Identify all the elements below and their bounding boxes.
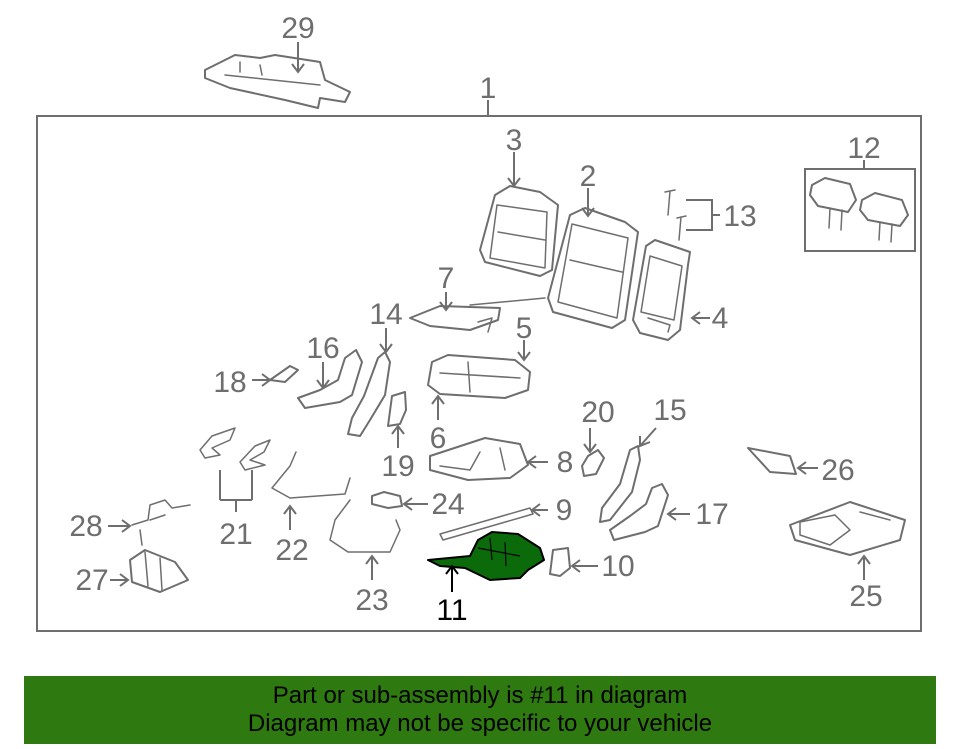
callout-1: 1 <box>480 72 497 105</box>
banner-line-2: Diagram may not be specific to your vehi… <box>247 710 713 737</box>
part-3[interactable] <box>479 185 559 277</box>
part-26[interactable] <box>747 447 797 475</box>
callout-17: 17 <box>695 498 728 531</box>
headrest-box <box>804 168 916 252</box>
callout-23: 23 <box>355 584 388 617</box>
part-21[interactable] <box>199 427 271 471</box>
callout-24: 24 <box>431 488 464 521</box>
callout-10: 10 <box>601 550 634 583</box>
part-17[interactable] <box>609 483 669 541</box>
part-11[interactable] <box>427 531 545 581</box>
part-13[interactable] <box>664 189 687 241</box>
info-banner: Part or sub-assembly is #11 in diagram D… <box>24 676 936 744</box>
callout-22: 22 <box>275 534 308 567</box>
callout-12: 12 <box>847 132 880 165</box>
part-8[interactable] <box>429 437 529 481</box>
part-29[interactable] <box>204 54 351 109</box>
part-23[interactable] <box>329 499 401 553</box>
callout-15: 15 <box>653 394 686 427</box>
callout-4: 4 <box>712 302 729 335</box>
callout-5: 5 <box>516 312 533 345</box>
banner-line-1: Part or sub-assembly is #11 in diagram <box>272 682 688 709</box>
callout-25: 25 <box>849 580 882 613</box>
part-16[interactable] <box>297 349 363 409</box>
part-19[interactable] <box>387 391 407 427</box>
callout-6: 6 <box>430 422 447 455</box>
part-12[interactable] <box>809 177 909 243</box>
callout-21: 21 <box>219 518 252 551</box>
part-4[interactable] <box>632 239 691 341</box>
callout-2: 2 <box>580 160 597 193</box>
part-28[interactable] <box>131 499 191 546</box>
assembly-frame <box>36 115 922 632</box>
part-25[interactable] <box>789 501 906 556</box>
part-18[interactable] <box>269 365 299 383</box>
callout-27: 27 <box>75 564 108 597</box>
callout-29: 29 <box>281 12 314 45</box>
callout-26: 26 <box>821 454 854 487</box>
callout-18: 18 <box>213 366 246 399</box>
seat-parts-diagram: 29 1 3 2 12 13 4 7 14 5 16 18 6 20 15 19… <box>36 12 922 632</box>
callout-8: 8 <box>557 446 574 479</box>
callout-11: 11 <box>436 594 467 627</box>
part-15[interactable] <box>599 445 641 523</box>
callout-28: 28 <box>69 510 102 543</box>
callout-13: 13 <box>723 200 756 233</box>
part-9[interactable] <box>439 507 534 541</box>
part-27[interactable] <box>129 549 189 593</box>
callout-7: 7 <box>438 262 455 295</box>
part-7[interactable] <box>409 297 546 333</box>
part-24[interactable] <box>371 491 403 509</box>
part-2[interactable] <box>547 207 639 329</box>
callout-20: 20 <box>581 396 614 429</box>
leader-lines <box>108 42 871 592</box>
part-10[interactable] <box>549 547 571 577</box>
callout-9: 9 <box>556 494 573 527</box>
part-20[interactable] <box>581 449 605 477</box>
part-14[interactable] <box>347 351 391 437</box>
callout-16: 16 <box>306 332 339 365</box>
part-5[interactable] <box>427 354 531 399</box>
callout-19: 19 <box>381 450 414 483</box>
callout-14: 14 <box>369 298 402 331</box>
part-22[interactable] <box>271 451 351 499</box>
callout-3: 3 <box>506 124 523 157</box>
